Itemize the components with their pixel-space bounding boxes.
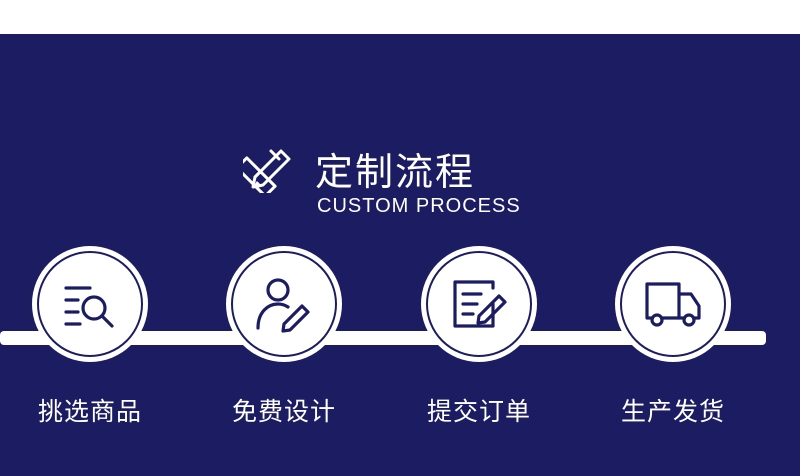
step-circle: [34, 248, 146, 360]
step-circle: [228, 248, 340, 360]
step-production-shipping: [617, 248, 729, 360]
design-tools-icon: [243, 149, 291, 193]
step-circle: [617, 248, 729, 360]
truck-icon: [645, 282, 701, 327]
page-subtitle: CUSTOM PROCESS: [317, 195, 521, 217]
page-title: 定制流程: [315, 150, 476, 194]
step-circle: [423, 248, 535, 360]
user-edit-icon: [256, 278, 310, 333]
step-label-submit-order: 提交订单: [426, 397, 531, 426]
search-list-icon: [64, 286, 114, 328]
step-label-free-design: 免费设计: [231, 397, 336, 426]
step-submit-order: [423, 248, 535, 360]
step-select-product: [34, 248, 146, 360]
process-track: [0, 331, 766, 345]
step-free-design: [228, 248, 340, 360]
section-header: 定制流程 CUSTOM PROCESS: [243, 137, 563, 227]
step-label-select-product: 挑选商品: [37, 397, 142, 426]
document-edit-icon: [453, 280, 507, 328]
step-label-production-shipping: 生产发货: [620, 397, 725, 426]
